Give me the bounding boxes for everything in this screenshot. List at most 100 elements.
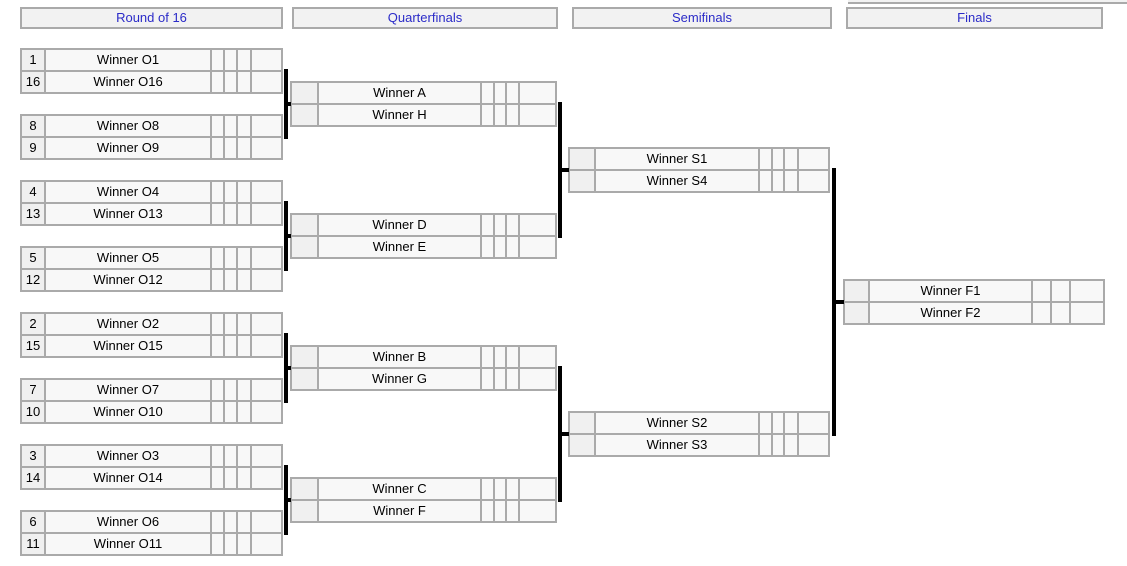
- score-cell: [505, 83, 518, 103]
- score-cell: [493, 479, 505, 499]
- score-cell: [236, 512, 250, 532]
- score-cell: [236, 334, 250, 356]
- score-cell: [493, 367, 505, 389]
- score-cell: [505, 479, 518, 499]
- team-name-cell: Winner O8: [44, 116, 210, 136]
- seed-cell: [292, 235, 317, 257]
- score-cell: [223, 512, 236, 532]
- score-cell: [505, 235, 518, 257]
- score-cell: [505, 215, 518, 235]
- score-cell: [210, 116, 223, 136]
- score-cell: [236, 380, 250, 400]
- score-cell: [771, 433, 783, 455]
- score-cell: [250, 182, 281, 202]
- seed-cell: 2: [22, 314, 44, 334]
- score-cell: [493, 235, 505, 257]
- bracket-connector: [284, 102, 291, 106]
- score-cell: [1050, 301, 1069, 323]
- team-name-cell: Winner A: [317, 83, 480, 103]
- score-cell: [223, 182, 236, 202]
- score-cell: [1069, 281, 1103, 301]
- team-name-cell: Winner E: [317, 235, 480, 257]
- seed-cell: [570, 433, 594, 455]
- score-cell: [758, 413, 771, 433]
- score-cell: [797, 169, 828, 191]
- team-name-cell: Winner O5: [44, 248, 210, 268]
- seed-cell: 15: [22, 334, 44, 356]
- bracket-connector: [558, 432, 569, 436]
- score-cell: [518, 347, 555, 367]
- score-cell: [250, 512, 281, 532]
- score-cell: [223, 70, 236, 92]
- score-cell: [250, 314, 281, 334]
- team-name-cell: Winner C: [317, 479, 480, 499]
- score-cell: [250, 136, 281, 158]
- score-cell: [518, 83, 555, 103]
- seed-cell: 8: [22, 116, 44, 136]
- score-cell: [250, 268, 281, 290]
- seed-cell: 4: [22, 182, 44, 202]
- seed-cell: 7: [22, 380, 44, 400]
- seed-cell: 1: [22, 50, 44, 70]
- score-cell: [210, 380, 223, 400]
- seed-cell: [845, 301, 868, 323]
- score-cell: [797, 149, 828, 169]
- score-cell: [758, 433, 771, 455]
- team-name-cell: Winner S4: [594, 169, 758, 191]
- score-cell: [783, 433, 797, 455]
- team-name-cell: Winner O4: [44, 182, 210, 202]
- seed-cell: [292, 499, 317, 521]
- score-cell: [771, 413, 783, 433]
- score-cell: [223, 202, 236, 224]
- bracket-connector: [284, 498, 291, 502]
- team-name-cell: Winner O6: [44, 512, 210, 532]
- score-cell: [236, 268, 250, 290]
- team-name-cell: Winner O10: [44, 400, 210, 422]
- score-cell: [518, 479, 555, 499]
- bracket-connector: [832, 300, 844, 304]
- score-cell: [797, 413, 828, 433]
- score-cell: [236, 70, 250, 92]
- team-name-cell: Winner F1: [868, 281, 1031, 301]
- score-cell: [797, 433, 828, 455]
- score-cell: [1031, 301, 1050, 323]
- score-cell: [783, 169, 797, 191]
- score-cell: [493, 347, 505, 367]
- score-cell: [210, 202, 223, 224]
- team-name-cell: Winner F: [317, 499, 480, 521]
- seed-cell: [845, 281, 868, 301]
- score-cell: [250, 532, 281, 554]
- round-header-semifinals: Semifinals: [572, 7, 832, 29]
- seed-cell: 5: [22, 248, 44, 268]
- score-cell: [210, 532, 223, 554]
- team-name-cell: Winner O11: [44, 532, 210, 554]
- seed-cell: [292, 103, 317, 125]
- seed-cell: [292, 215, 317, 235]
- seed-cell: 14: [22, 466, 44, 488]
- score-cell: [1050, 281, 1069, 301]
- score-cell: [518, 103, 555, 125]
- team-name-cell: Winner O2: [44, 314, 210, 334]
- score-cell: [1031, 281, 1050, 301]
- score-cell: [758, 149, 771, 169]
- score-cell: [250, 380, 281, 400]
- round-header-round-of-16: Round of 16: [20, 7, 283, 29]
- score-cell: [505, 347, 518, 367]
- seed-cell: 9: [22, 136, 44, 158]
- seed-cell: [292, 347, 317, 367]
- score-cell: [518, 499, 555, 521]
- score-cell: [223, 532, 236, 554]
- score-cell: [223, 446, 236, 466]
- seed-cell: [292, 479, 317, 499]
- score-cell: [223, 380, 236, 400]
- team-name-cell: Winner O16: [44, 70, 210, 92]
